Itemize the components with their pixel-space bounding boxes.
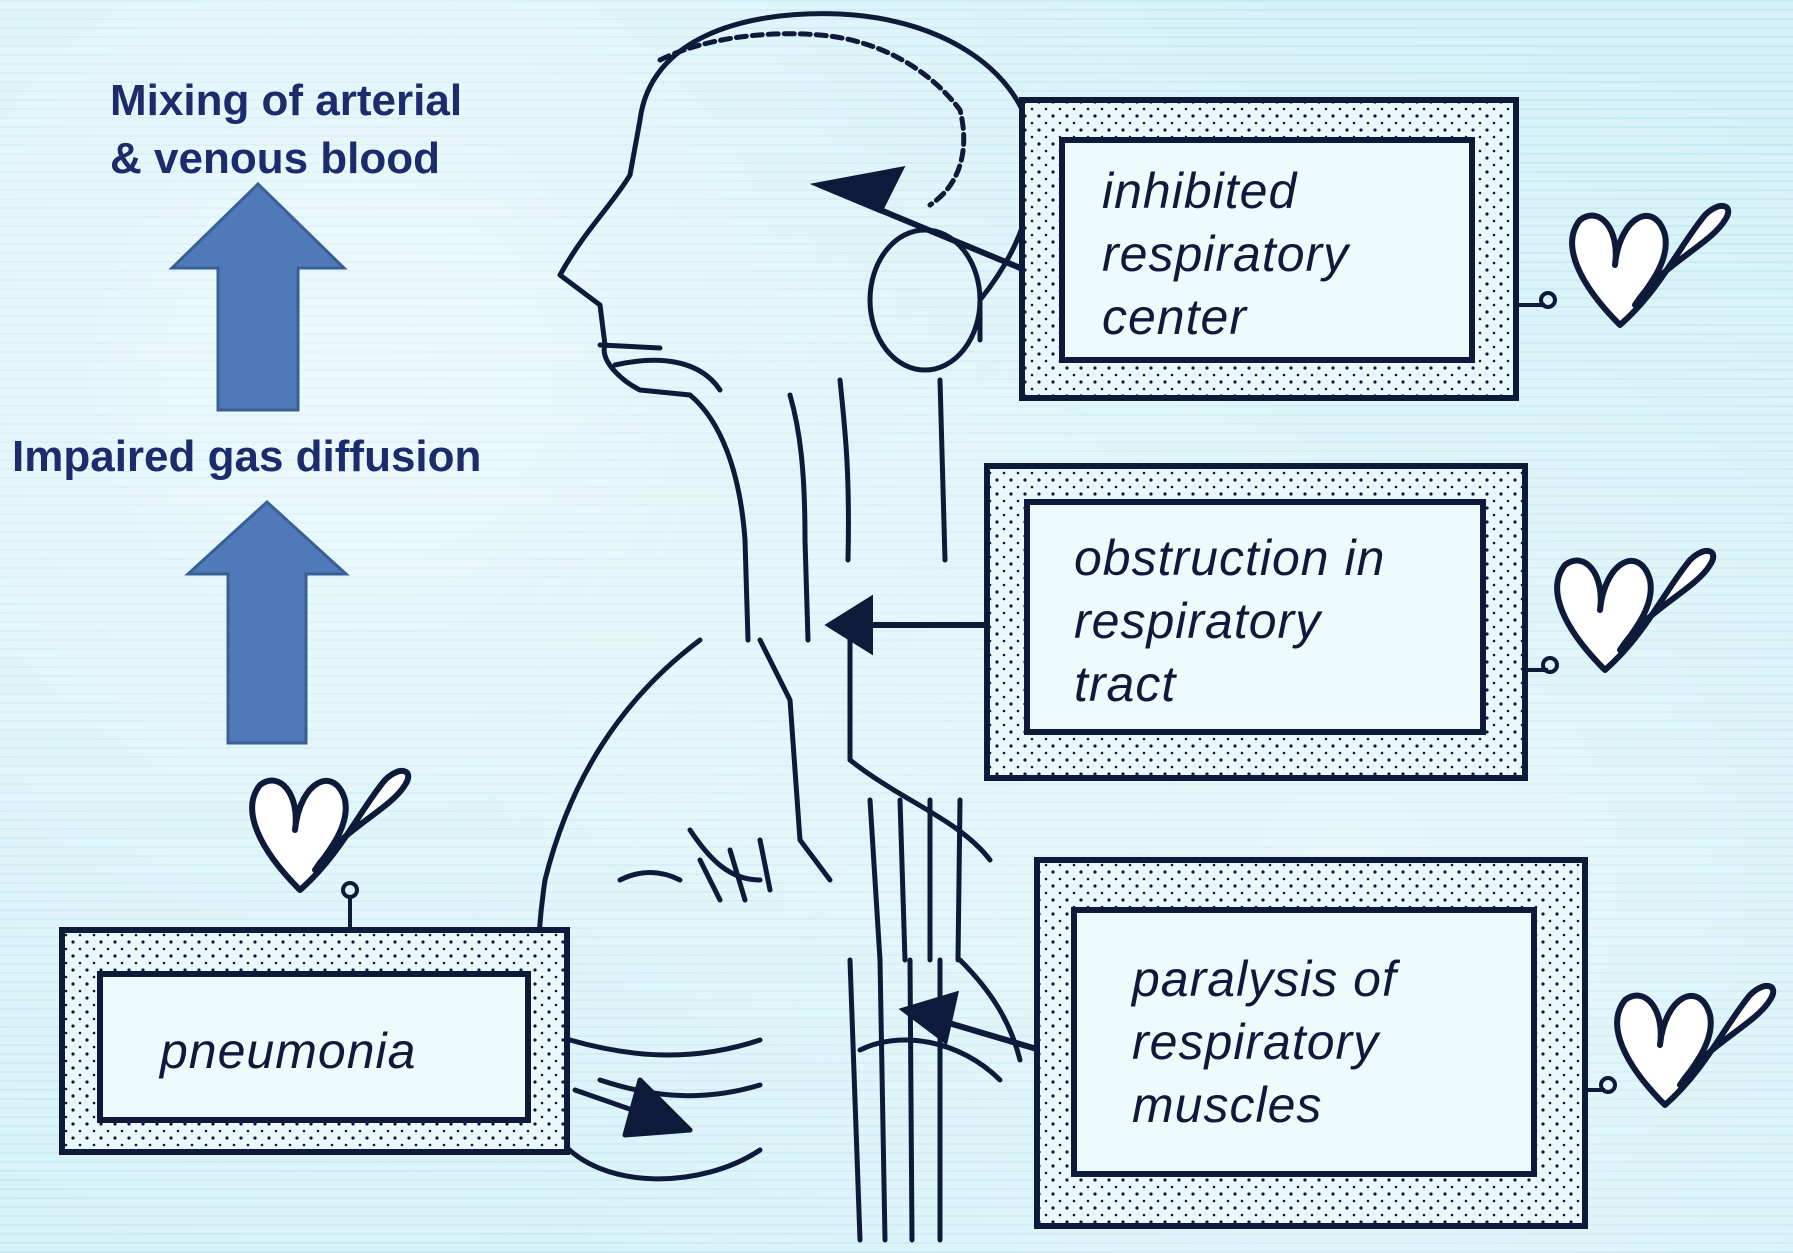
obstruction-line2: respiratory bbox=[1074, 590, 1385, 653]
respiratory-center-label: inhibited respiratory center bbox=[1102, 160, 1349, 349]
head-outline bbox=[560, 14, 1033, 640]
up-arrow-icon bbox=[172, 184, 344, 410]
up-arrow-icon bbox=[188, 502, 346, 743]
fleur-icon bbox=[1572, 206, 1728, 325]
torso-outline bbox=[538, 640, 1020, 1240]
obstruction-label: obstruction in respiratory tract bbox=[1074, 527, 1385, 716]
respiratory-center-line2: respiratory bbox=[1102, 223, 1349, 286]
obstruction-line1: obstruction in bbox=[1074, 527, 1385, 590]
paralysis-label: paralysis of respiratory muscles bbox=[1132, 948, 1397, 1137]
mixing-blood-label-line1: Mixing of arterial bbox=[110, 72, 462, 129]
mixing-blood-label-line2: & venous blood bbox=[110, 130, 440, 187]
fleur-icon bbox=[252, 771, 408, 890]
fleur-icon bbox=[1557, 551, 1713, 670]
paralysis-line3: muscles bbox=[1132, 1074, 1397, 1137]
paralysis-line1: paralysis of bbox=[1132, 948, 1397, 1011]
respiratory-center-line3: center bbox=[1102, 286, 1349, 349]
fleur-icon bbox=[1617, 986, 1773, 1105]
respiratory-center-line1: inhibited bbox=[1102, 160, 1349, 223]
obstruction-line3: tract bbox=[1074, 653, 1385, 716]
pneumonia-label: pneumonia bbox=[160, 1020, 416, 1083]
paralysis-line2: respiratory bbox=[1132, 1011, 1397, 1074]
impaired-gas-diffusion-label: Impaired gas diffusion bbox=[12, 428, 481, 485]
